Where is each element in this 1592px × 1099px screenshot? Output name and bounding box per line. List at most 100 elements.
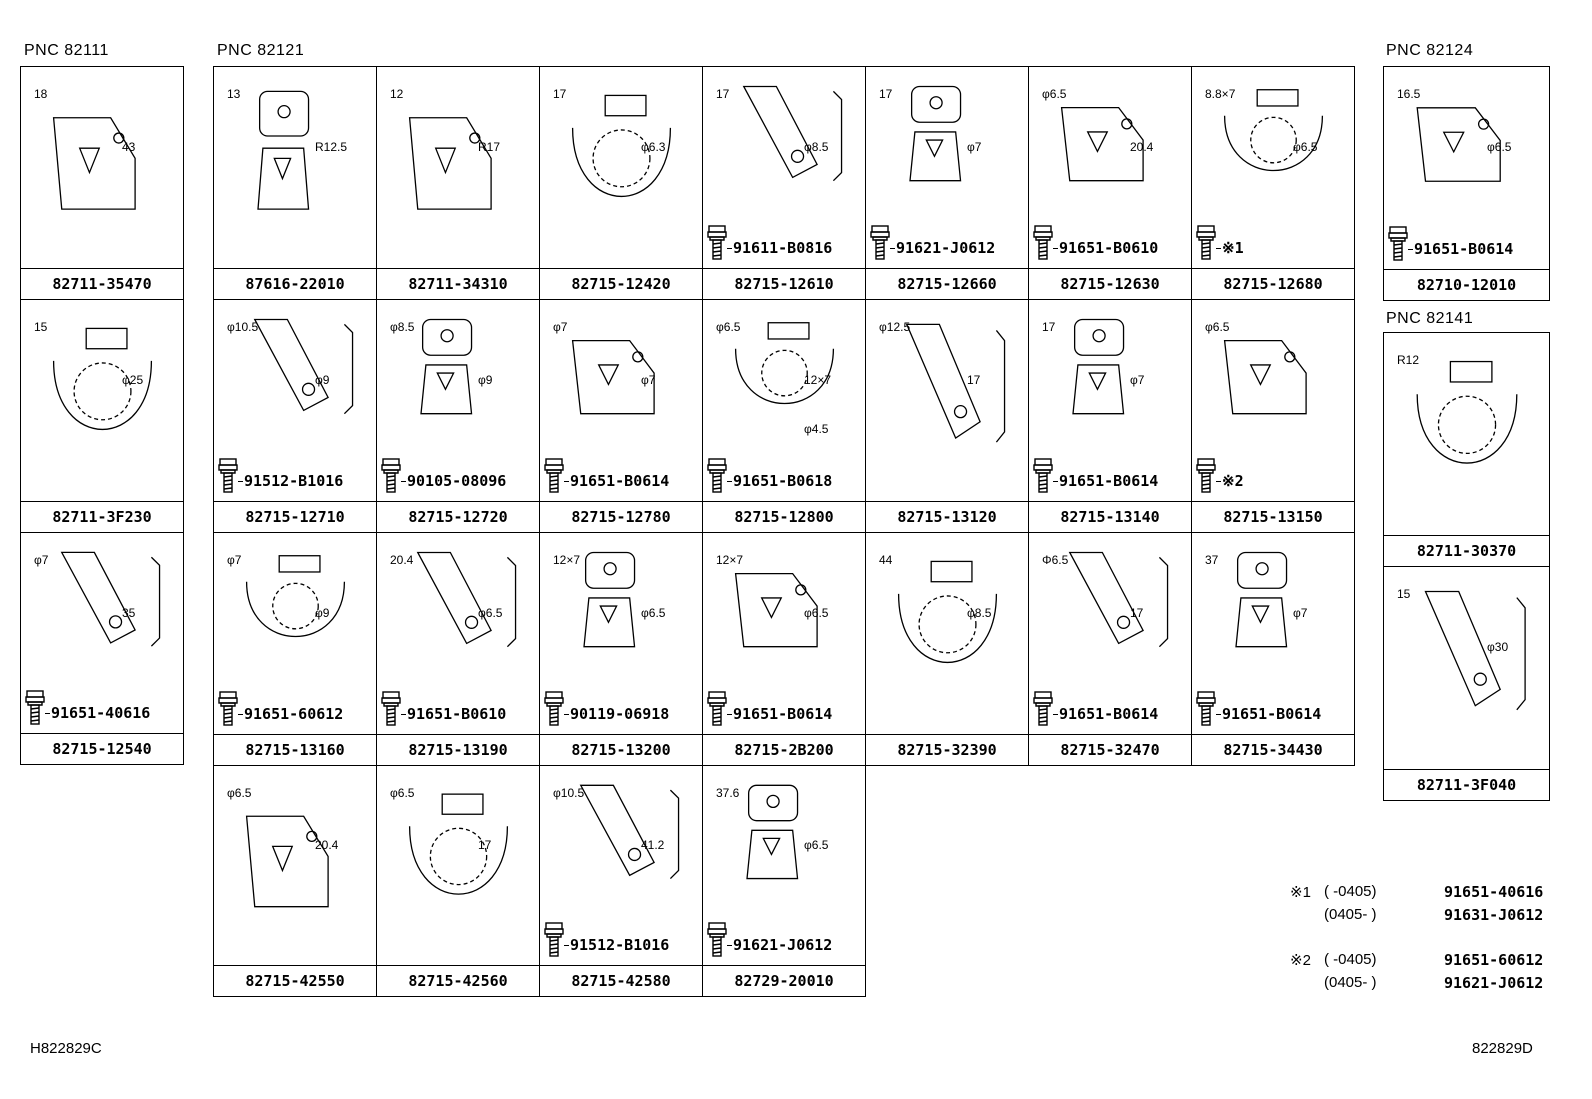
part-number[interactable]: 82715-13200 bbox=[540, 734, 702, 765]
bolt-part-number[interactable]: 90105-08096 bbox=[407, 472, 507, 490]
bolt-part-number[interactable]: 91651-B0614 bbox=[1059, 472, 1159, 490]
bolt-part-number[interactable]: 91651-B0610 bbox=[1059, 239, 1159, 257]
bolt-part-number[interactable]: 91651-B0618 bbox=[733, 472, 833, 490]
bolt-part-number[interactable]: 91621-J0612 bbox=[733, 936, 833, 954]
part-number[interactable]: 82715-12630 bbox=[1029, 268, 1191, 299]
part-illustration bbox=[1416, 360, 1518, 464]
bolt-part-number[interactable]: 91651-B0610 bbox=[407, 705, 507, 723]
part-number[interactable]: 82729-20010 bbox=[703, 965, 865, 996]
bolt-part-number[interactable]: 91651-B0614 bbox=[1222, 705, 1322, 723]
part-number[interactable]: 82711-30370 bbox=[1384, 535, 1549, 566]
bolt-part-number[interactable]: 91651-B0614 bbox=[570, 472, 670, 490]
part-number[interactable]: 82710-12010 bbox=[1384, 269, 1549, 300]
part-number[interactable]: 82715-42550 bbox=[214, 965, 376, 996]
bolt-part-number[interactable]: 91621-J0612 bbox=[896, 239, 996, 257]
part-number[interactable]: 82711-3F040 bbox=[1384, 769, 1549, 800]
part-number[interactable]: 82715-12420 bbox=[540, 268, 702, 299]
part-number[interactable]: 82715-13160 bbox=[214, 734, 376, 765]
part-number[interactable]: 82715-12610 bbox=[703, 268, 865, 299]
dimension-label: 17 bbox=[478, 838, 492, 852]
bolt-part-number[interactable]: 91611-B0816 bbox=[733, 239, 833, 257]
part-number[interactable]: 82715-12540 bbox=[21, 733, 183, 764]
bolt-part-number[interactable]: 91651-B0614 bbox=[733, 705, 833, 723]
part-number[interactable]: 82715-12780 bbox=[540, 501, 702, 532]
bolt-icon bbox=[707, 458, 727, 493]
note-range: ( -0405) bbox=[1324, 951, 1377, 968]
bolt-part-number[interactable]: 91512-B1016 bbox=[244, 472, 344, 490]
dimension-label: φ6.5 bbox=[478, 606, 503, 620]
bolt-part-number[interactable]: 91512-B1016 bbox=[570, 936, 670, 954]
note-mark: ※2 bbox=[1290, 952, 1311, 969]
dimension-label: 17 bbox=[967, 373, 981, 387]
part-number[interactable]: 82711-3F230 bbox=[21, 501, 183, 532]
leader-line bbox=[1053, 248, 1058, 249]
part-number[interactable]: 87616-22010 bbox=[214, 268, 376, 299]
part-number[interactable]: 82715-13150 bbox=[1192, 501, 1354, 532]
part-number[interactable]: 82715-13190 bbox=[377, 734, 539, 765]
part-number[interactable]: 82715-12710 bbox=[214, 501, 376, 532]
part-number[interactable]: 82715-32470 bbox=[1029, 734, 1191, 765]
bolt-part-number[interactable]: 91651-60612 bbox=[244, 705, 344, 723]
dimension-label: 20.4 bbox=[1130, 140, 1154, 154]
leader-line bbox=[727, 248, 732, 249]
bolt-part-number[interactable]: 91651-B0614 bbox=[1059, 705, 1159, 723]
note-part-number[interactable]: 91651-60612 bbox=[1444, 951, 1544, 969]
part-number[interactable]: 82715-13120 bbox=[866, 501, 1028, 532]
note-part-number[interactable]: 91631-J0612 bbox=[1444, 906, 1544, 924]
part-number[interactable]: 82711-35470 bbox=[21, 268, 183, 299]
dimension-label: φ6.5 bbox=[1205, 320, 1230, 334]
part-number[interactable]: 82715-12660 bbox=[866, 268, 1028, 299]
part-number[interactable]: 82715-13140 bbox=[1029, 501, 1191, 532]
bolt-part-number[interactable]: ※1 bbox=[1222, 239, 1244, 257]
bolt-part-number[interactable]: 91651-B0614 bbox=[1414, 240, 1514, 258]
part-number[interactable]: 82715-12800 bbox=[703, 501, 865, 532]
part-number[interactable]: 82715-42580 bbox=[540, 965, 702, 996]
bolt-icon bbox=[707, 691, 727, 726]
bolt-part-number[interactable]: 91651-40616 bbox=[51, 704, 151, 722]
note-part-number[interactable]: 91651-40616 bbox=[1444, 883, 1544, 901]
part-number[interactable]: 82715-12720 bbox=[377, 501, 539, 532]
part-number[interactable]: 82715-34430 bbox=[1192, 734, 1354, 765]
part-illustration bbox=[1072, 318, 1125, 415]
note-part-number[interactable]: 91621-J0612 bbox=[1444, 974, 1544, 992]
part-number[interactable]: 82715-32390 bbox=[866, 734, 1028, 765]
part-number[interactable]: 82715-12680 bbox=[1192, 268, 1354, 299]
bolt-part-number[interactable]: 90119-06918 bbox=[570, 705, 670, 723]
bolt-part-number[interactable]: ※2 bbox=[1222, 472, 1244, 490]
bolt-icon bbox=[218, 691, 238, 726]
part-cell[interactable]: φ6.5 ※2 82715-13150 bbox=[1191, 299, 1355, 533]
part-number[interactable]: 82715-2B200 bbox=[703, 734, 865, 765]
part-number[interactable]: 82711-34310 bbox=[377, 268, 539, 299]
part-number[interactable]: 82715-42560 bbox=[377, 965, 539, 996]
